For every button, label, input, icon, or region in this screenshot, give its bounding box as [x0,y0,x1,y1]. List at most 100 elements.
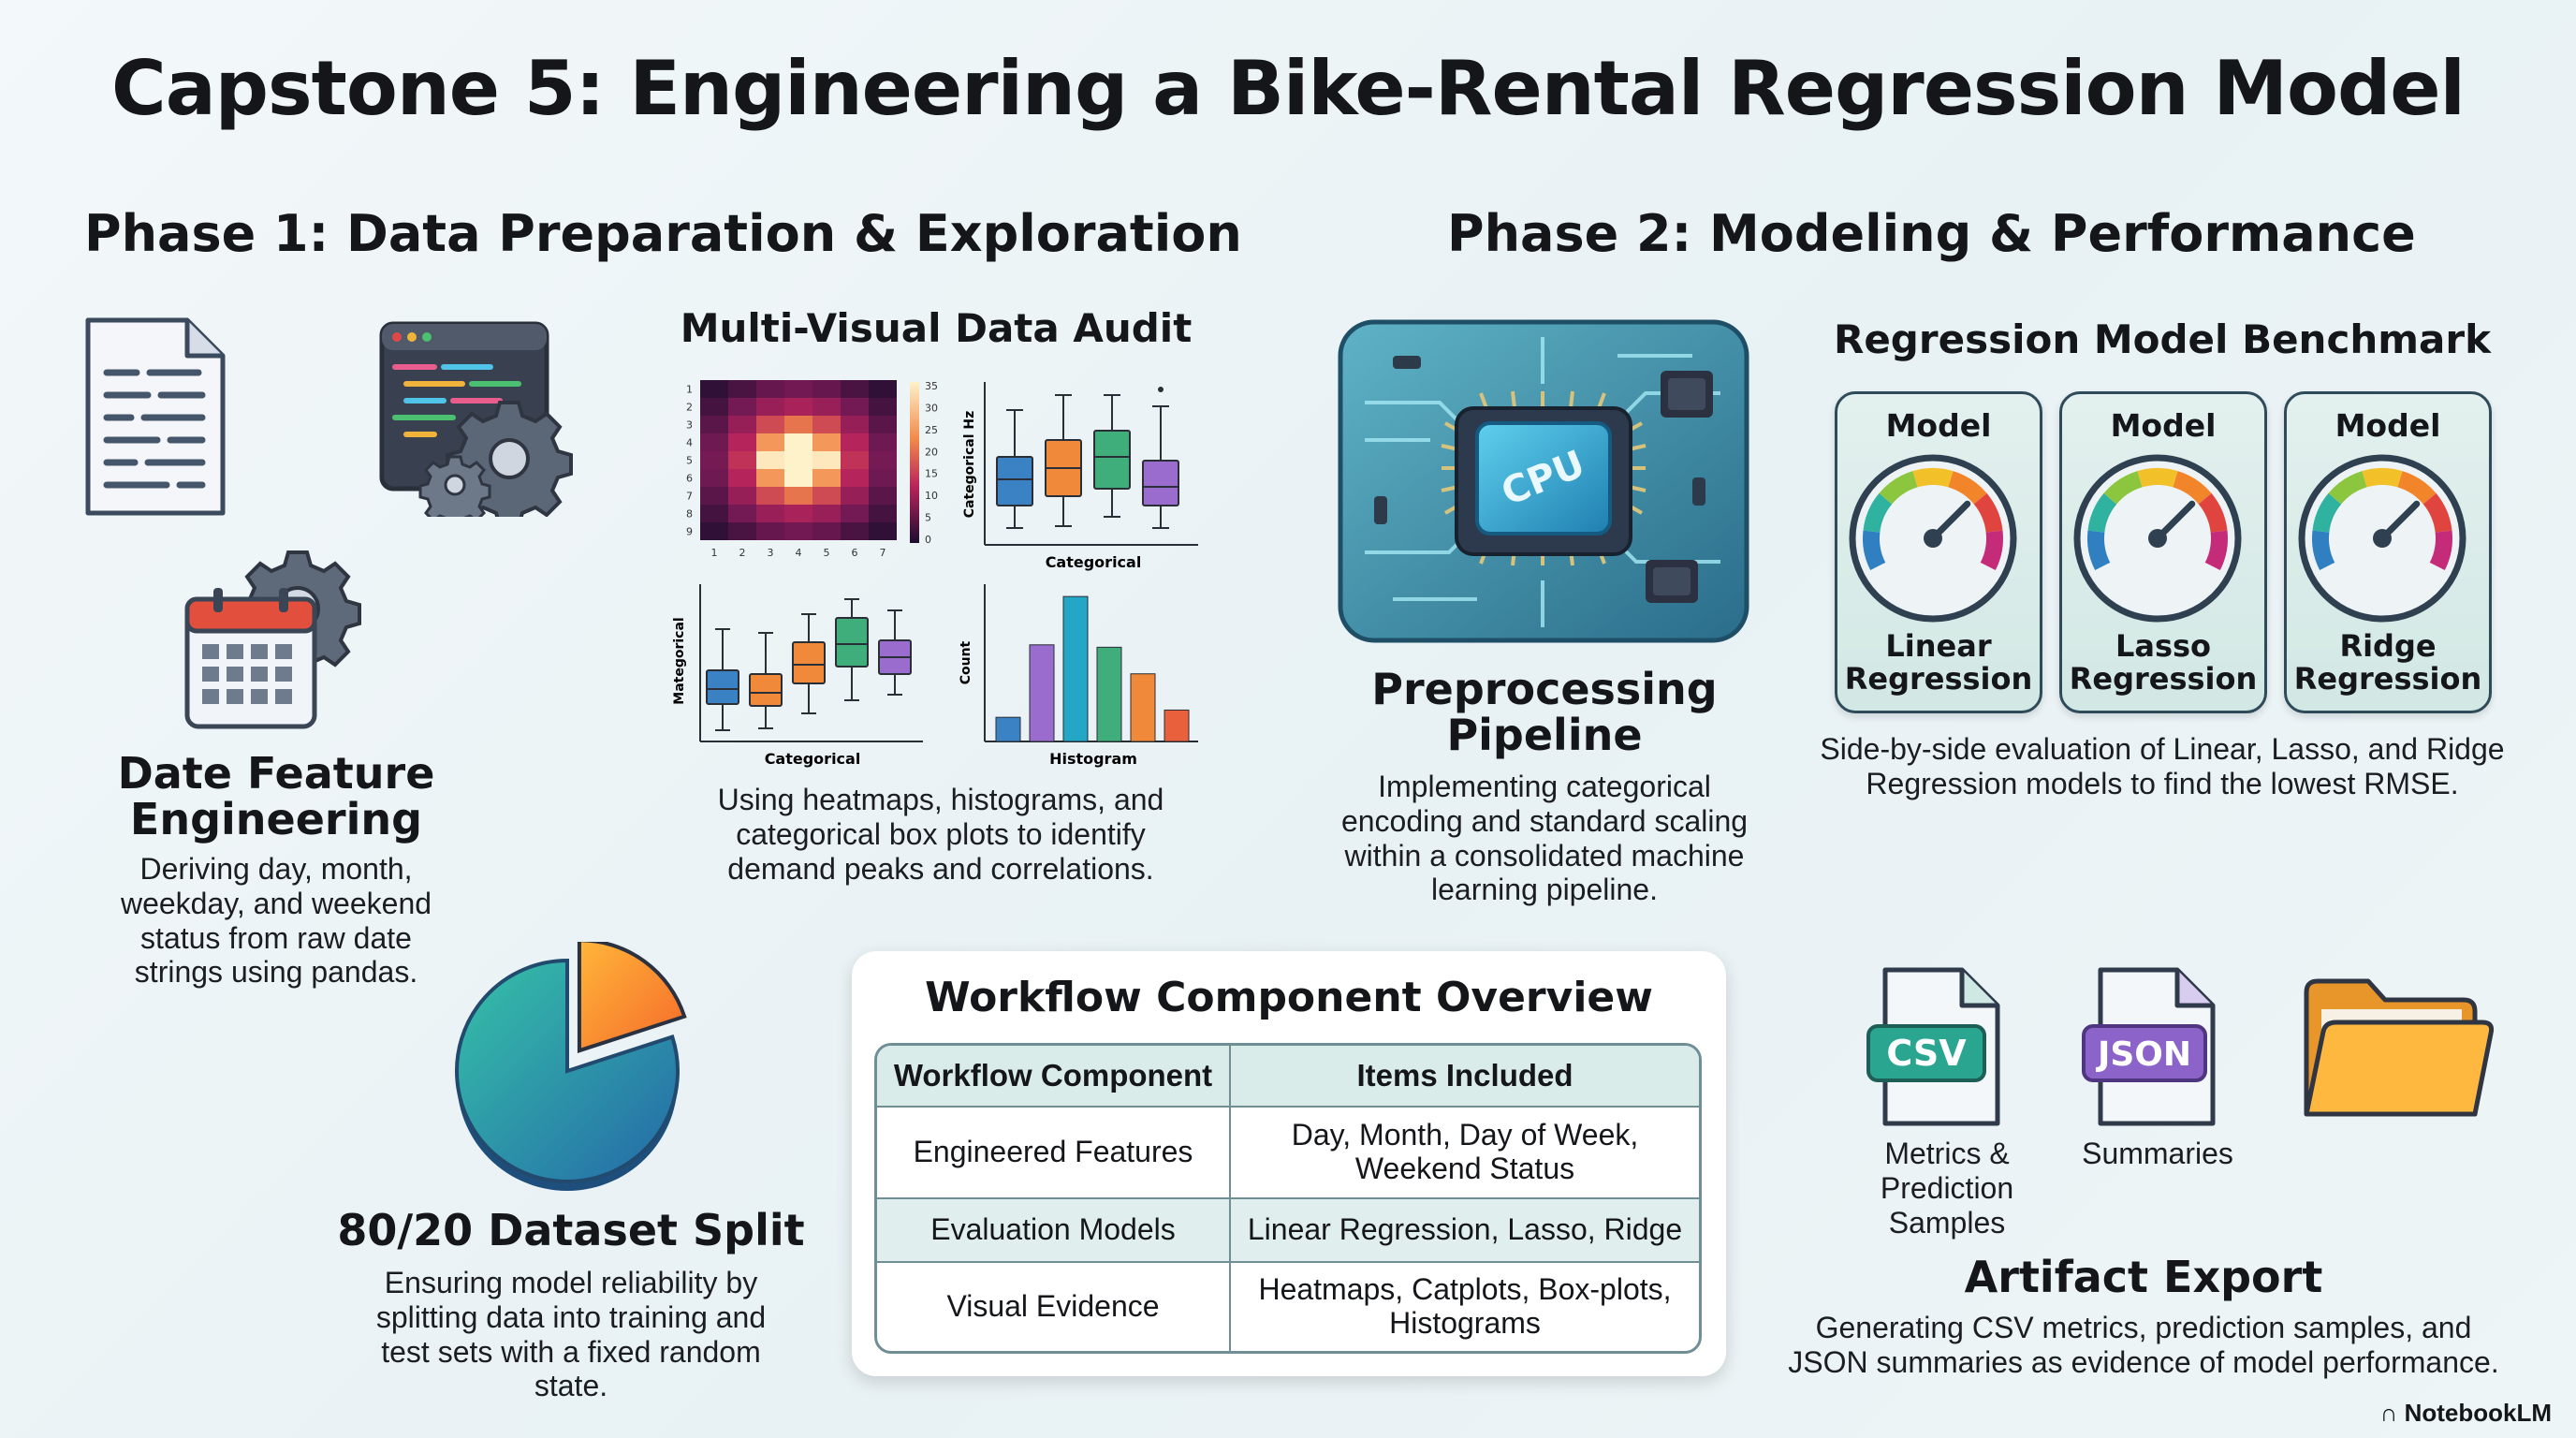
heatmap-cell [812,487,841,505]
pie-slice-train [455,958,680,1183]
artifact-title: Artifact Export [1964,1252,2323,1302]
gauge-arc [1980,530,2003,571]
gauge-icon [1849,454,2017,623]
cpu-chip-illustration: CPU [1338,319,1749,643]
table-cell: Engineered Features [877,1108,1231,1199]
gauge-arc [2312,530,2335,571]
pipeline-desc: Implementing categorical encoding and st… [1340,770,1749,907]
benchmark-desc: Side-by-side evaluation of Linear, Lasso… [1820,732,2505,800]
audit-desc: Using heatmaps, histograms, and categori… [717,783,1164,886]
colorbar-tick: 5 [925,512,931,524]
model-card-ridge: Model Ridge Regression [2284,391,2492,713]
heatmap-cell [700,433,728,451]
heatmap-cell [784,469,812,487]
gauge-arc [2328,471,2367,505]
colorbar-tick: 35 [925,380,938,392]
heatmap-cell [841,380,869,398]
heatmap-cell [756,505,784,522]
heatmap-cell [812,433,841,451]
heatmap-cell [728,487,756,505]
json-file-icon: JSON [2082,967,2216,1126]
model-card-linear: Model Linear Regression [1835,391,2042,713]
heatmap-cell [728,398,756,416]
heatmap-x-tick: 4 [796,547,802,559]
colorbar-tick: 15 [925,468,938,480]
gauge-arc [2429,530,2452,571]
heatmap-cell [756,380,784,398]
table-title: Workflow Component Overview [925,974,1653,1021]
heatmap-x-tick: 5 [824,547,830,559]
table-cell: Day, Month, Day of Week, Weekend Status [1231,1108,1699,1199]
heatmap-cell [700,469,728,487]
gauge-arc [2397,471,2437,505]
heatmap-cell [700,451,728,469]
table-cell: Evaluation Models [877,1199,1231,1263]
heatmap-cell [728,469,756,487]
histogram-bar [995,716,1021,742]
folder-icon [2304,978,2495,1117]
brand-watermark: ∩︎ NotebookLM [2380,1399,2552,1428]
heatmap-y-tick: 9 [686,526,693,538]
colorbar-tick: 0 [925,534,931,546]
heatmap-cell [812,398,841,416]
model-name: Ridge Regression [2293,628,2482,697]
heatmap-cell [784,433,812,451]
gauge-arc [2198,492,2228,534]
box2-ylabel: Mategorical [672,617,687,704]
heatmap-cell [869,451,897,469]
heatmap-cell [869,433,897,451]
benchmark-title: Regression Model Benchmark [1833,316,2492,362]
gauge-arc [1912,468,1954,488]
table-header: Workflow Component [877,1046,1231,1108]
workflow-table: Workflow Component Items Included Engine… [874,1043,1702,1354]
hist-xlabel: Histogram [1049,750,1137,768]
heatmap-x-tick: 2 [739,547,746,559]
artifact-desc: Generating CSV metrics, prediction sampl… [1788,1311,2499,1379]
box [835,617,869,668]
heatmap-cell [869,487,897,505]
model-card-lasso: Model Lasso Regression [2059,391,2267,713]
heatmap-cell [700,416,728,433]
heatmap-cell [841,487,869,505]
heatmap-cell [812,522,841,540]
table-cell: Visual Evidence [877,1263,1231,1351]
gauge-arc [1973,492,2003,534]
heatmap-cell [812,416,841,433]
model-name: Linear Regression [1844,628,2033,697]
heatmap-y-tick: 3 [686,419,693,432]
heatmap-cell [869,505,897,522]
audit-title: Multi-Visual Data Audit [680,305,1193,351]
heatmap-cell [756,416,784,433]
histogram-bar [1029,644,1055,742]
heatmap-cell [728,505,756,522]
date-feature-title: Date Feature Engineering [117,748,435,844]
document-icon [85,317,226,516]
model-card-label: Model [1885,407,1992,444]
heatmap-cell [869,380,897,398]
heatmap-cell [700,398,728,416]
model-card-label: Model [2110,407,2217,444]
notebooklm-logo-icon: ∩︎ [2379,1399,2398,1427]
gauge-icon [2073,454,2242,623]
histogram-bar [1096,646,1122,742]
histogram-bar [1164,709,1190,742]
heatmap-cell [784,416,812,433]
box-plot-1 [996,387,1179,529]
box-plot-2 [706,598,912,731]
csv-label: Metrics & Prediction Samples [1880,1137,2014,1240]
calendar-gear-icon [184,550,361,729]
csv-badge: CSV [1886,1033,1967,1074]
heatmap-cell [784,380,812,398]
heatmap-cell [756,451,784,469]
histogram [995,595,1190,742]
pipeline-title: Preprocessing Pipeline [1371,664,1718,760]
heatmap-colorbar [910,382,919,543]
histogram-bar [1062,595,1089,742]
heatmap-x-tick: 6 [852,547,858,559]
split-desc: Ensuring model reliability by splitting … [375,1266,767,1403]
workflow-card: Workflow Component Overview Workflow Com… [852,951,1726,1376]
box [706,669,739,705]
